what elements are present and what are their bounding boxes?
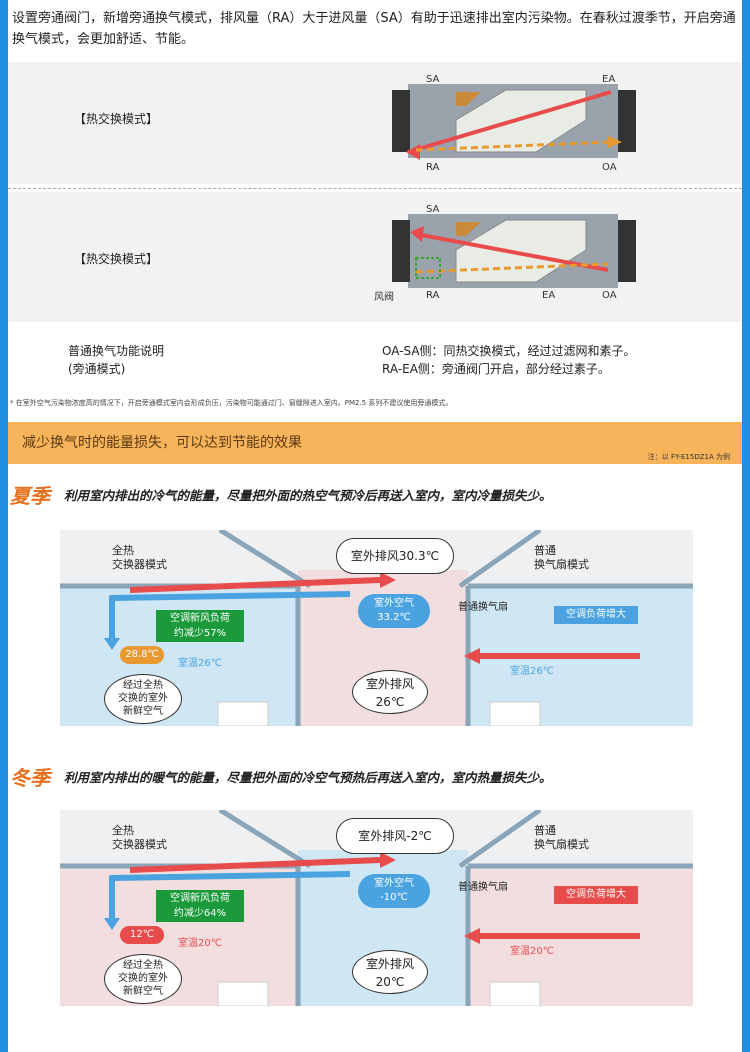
page: 设置旁通阀门，新增旁通换气模式，排风量（RA）大于进风量（SA）有助于迅速排出室… [8, 0, 742, 1052]
bypass-diagram [392, 214, 636, 288]
supply-temp-badge: 28.8℃ [120, 646, 164, 664]
fresh-air-bubble: 经过全热 交换的室外 新鲜空气 [104, 954, 182, 1004]
winter-title: 冬季 [10, 766, 50, 790]
winter-diagram: 全热 交换器模式 普通 换气扇模式 室外排风-2℃ 室外空气 -10℃ 空调新风… [60, 810, 693, 1006]
normal-fan-label: 普通换气扇 [458, 882, 508, 893]
fresh-line3: 新鲜空气 [123, 706, 163, 717]
left-mode-1: 全热 [112, 824, 134, 837]
room-temp-left: 室温20℃ [178, 938, 222, 949]
outdoor-exhaust-2-bubble: 室外排风 20℃ [352, 950, 428, 994]
load-label: 空调新风负荷 [170, 613, 230, 624]
load-increase-badge: 空调负荷增大 [554, 886, 638, 904]
load-reduction-badge: 空调新风负荷 约减少64% [156, 890, 244, 922]
ra-label: RA [426, 290, 440, 301]
normal-fan-label: 普通换气扇 [458, 602, 508, 613]
sa-label: SA [426, 204, 440, 215]
divider [8, 188, 742, 189]
banner-note: 注：以 FY-E15DZ1A 为例 [647, 453, 730, 461]
load-label: 空调新风负荷 [170, 893, 230, 904]
notes-right: OA-SA侧：同热交换模式，经过过滤网和素子。 RA-EA侧：旁通阀门开启，部分… [382, 342, 636, 378]
outdoor-air-label: 室外空气 [374, 598, 414, 609]
fresh-air-bubble: 经过全热 交换的室外 新鲜空气 [104, 674, 182, 724]
exhaust2-label: 室外排风 [365, 957, 414, 971]
left-mode-2: 交换器模式 [112, 838, 167, 851]
supply-temp-badge: 12℃ [120, 926, 164, 944]
panel-label: 【热交换模式】 [74, 252, 159, 266]
fresh-line2: 交换的室外 [118, 693, 168, 704]
heat-exchanger-diagram [392, 84, 636, 160]
room-temp-right: 室温20℃ [510, 946, 554, 957]
outdoor-exhaust-bubble: 室外排风-2℃ [336, 818, 454, 854]
right-mode-1: 普通 [534, 824, 556, 837]
fresh-line1: 经过全热 [123, 680, 163, 691]
fresh-line1: 经过全热 [123, 960, 163, 971]
left-mode-2: 交换器模式 [112, 558, 167, 571]
right-mode-1: 普通 [534, 544, 556, 557]
exhaust2-temp: 26℃ [375, 695, 405, 709]
oa-label: OA [602, 290, 617, 301]
winter-desc: 利用室内排出的暖气的能量，尽量把外面的冷空气预热后再送入室内，室内热量损失少。 [64, 770, 552, 785]
ea-label: EA [602, 74, 616, 85]
summer-title: 夏季 [10, 484, 50, 508]
load-value: 约减少57% [173, 628, 227, 639]
exhaust2-label: 室外排风 [365, 677, 414, 691]
outdoor-air-temp: -10℃ [380, 892, 408, 903]
exhaust2-temp: 20℃ [375, 975, 405, 989]
sa-label: SA [426, 74, 440, 85]
bypass-panel: 【热交换模式】 SA 风阀 RA EA OA [8, 192, 742, 322]
banner: 减少换气时的能量损失，可以达到节能的效果 注：以 FY-E15DZ1A 为例 [8, 422, 742, 464]
ra-label: RA [426, 162, 440, 173]
banner-title: 减少换气时的能量损失，可以达到节能的效果 [22, 435, 302, 451]
load-value: 约减少64% [173, 908, 227, 919]
summer-diagram: 全热 交换器模式 普通 换气扇模式 室外排风30.3℃ 室外空气 33.2℃ 空… [60, 530, 693, 726]
load-reduction-badge: 空调新风负荷 约减少57% [156, 610, 244, 642]
outdoor-exhaust-bubble: 室外排风30.3℃ [336, 538, 454, 574]
right-mode-2: 换气扇模式 [534, 838, 589, 851]
room-temp-right: 室温26℃ [510, 666, 554, 677]
summer-desc: 利用室内排出的冷气的能量，尽量把外面的热空气预冷后再送入室内，室内冷量损失少。 [64, 488, 552, 503]
oa-label: OA [602, 162, 617, 173]
notes-left-line1: 普通换气功能说明 [68, 344, 165, 358]
notes-right-line1: OA-SA侧：同热交换模式，经过过滤网和素子。 [382, 344, 636, 358]
valve-label: 风阀 [374, 292, 394, 303]
outdoor-air-badge: 室外空气 33.2℃ [358, 594, 430, 628]
panel-label: 【热交换模式】 [74, 112, 159, 126]
room-temp-left: 室温26℃ [178, 658, 222, 669]
heat-exchange-panel: 【热交换模式】 SA EA RA OA [8, 62, 742, 184]
footnote: * 在室外空气污染物浓度高的情况下，开启旁通模式室内会形成负压，污染物可能通过门… [10, 399, 453, 407]
ea-label: EA [542, 290, 556, 301]
fresh-line3: 新鲜空气 [123, 986, 163, 997]
load-increase-badge: 空调负荷增大 [554, 606, 638, 624]
outdoor-air-badge: 室外空气 -10℃ [358, 874, 430, 908]
outdoor-exhaust-2-bubble: 室外排风 26℃ [352, 670, 428, 714]
notes-right-line2: RA-EA侧：旁通阀门开启，部分经过素子。 [382, 362, 610, 376]
fresh-line2: 交换的室外 [118, 973, 168, 984]
intro-text: 设置旁通阀门，新增旁通换气模式，排风量（RA）大于进风量（SA）有助于迅速排出室… [12, 11, 736, 47]
right-mode-2: 换气扇模式 [534, 558, 589, 571]
notes-left: 普通换气功能说明 (旁通模式) [68, 342, 164, 378]
left-mode-1: 全热 [112, 544, 134, 557]
outdoor-air-temp: 33.2℃ [377, 612, 411, 623]
outdoor-air-label: 室外空气 [374, 878, 414, 889]
notes-left-line2: (旁通模式) [68, 362, 126, 376]
